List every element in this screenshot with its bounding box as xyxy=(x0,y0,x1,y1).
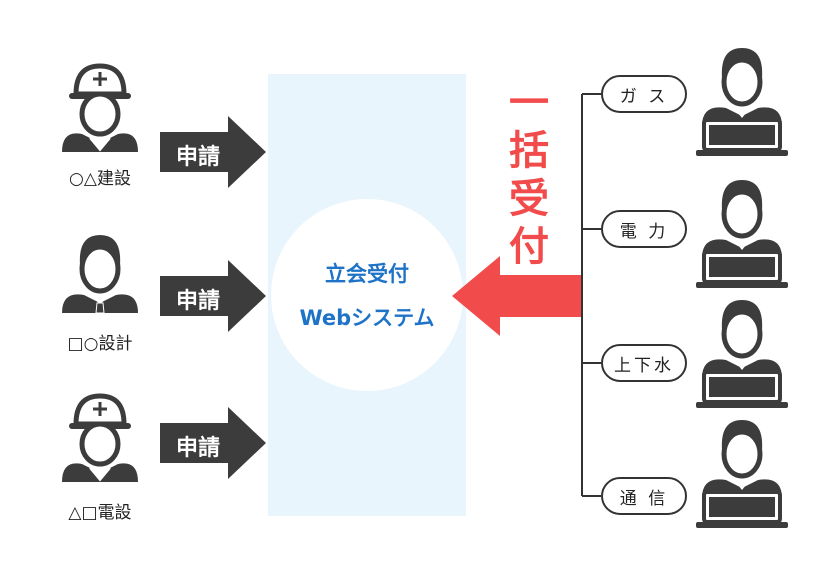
applicant-label: △□電設 xyxy=(68,503,132,523)
person-tie-icon xyxy=(62,235,138,313)
utility-pill-water: 上下水 xyxy=(601,344,687,382)
operator-laptop-icon xyxy=(696,300,788,408)
bulk-char: 受 xyxy=(509,176,549,222)
system-title-line2: Webシステム xyxy=(299,306,435,330)
utility-pill-power: 電 力 xyxy=(601,210,687,248)
bulk-char: 付 xyxy=(509,224,549,270)
system-circle xyxy=(271,199,463,391)
apply-label: 申請 xyxy=(176,145,221,170)
apply-label: 申請 xyxy=(176,289,221,314)
system-title-line1: 立会受付 xyxy=(325,262,409,286)
utility-pill-gas: ガ ス xyxy=(601,75,687,113)
operator-laptop-icon xyxy=(696,48,788,156)
bulk-char: 括 xyxy=(509,128,549,174)
bulk-char: 一 xyxy=(509,80,549,126)
apply-label: 申請 xyxy=(176,436,221,461)
utility-pill-telecom: 通 信 xyxy=(601,477,687,515)
worker-helmet-icon xyxy=(62,396,138,482)
applicant-label: ○△建設 xyxy=(69,169,131,189)
worker-helmet-icon xyxy=(62,66,138,152)
bulk-arrow xyxy=(452,256,582,336)
operator-laptop-icon xyxy=(696,420,788,528)
applicant-label: □○設計 xyxy=(67,334,133,354)
operator-laptop-icon xyxy=(696,180,788,288)
